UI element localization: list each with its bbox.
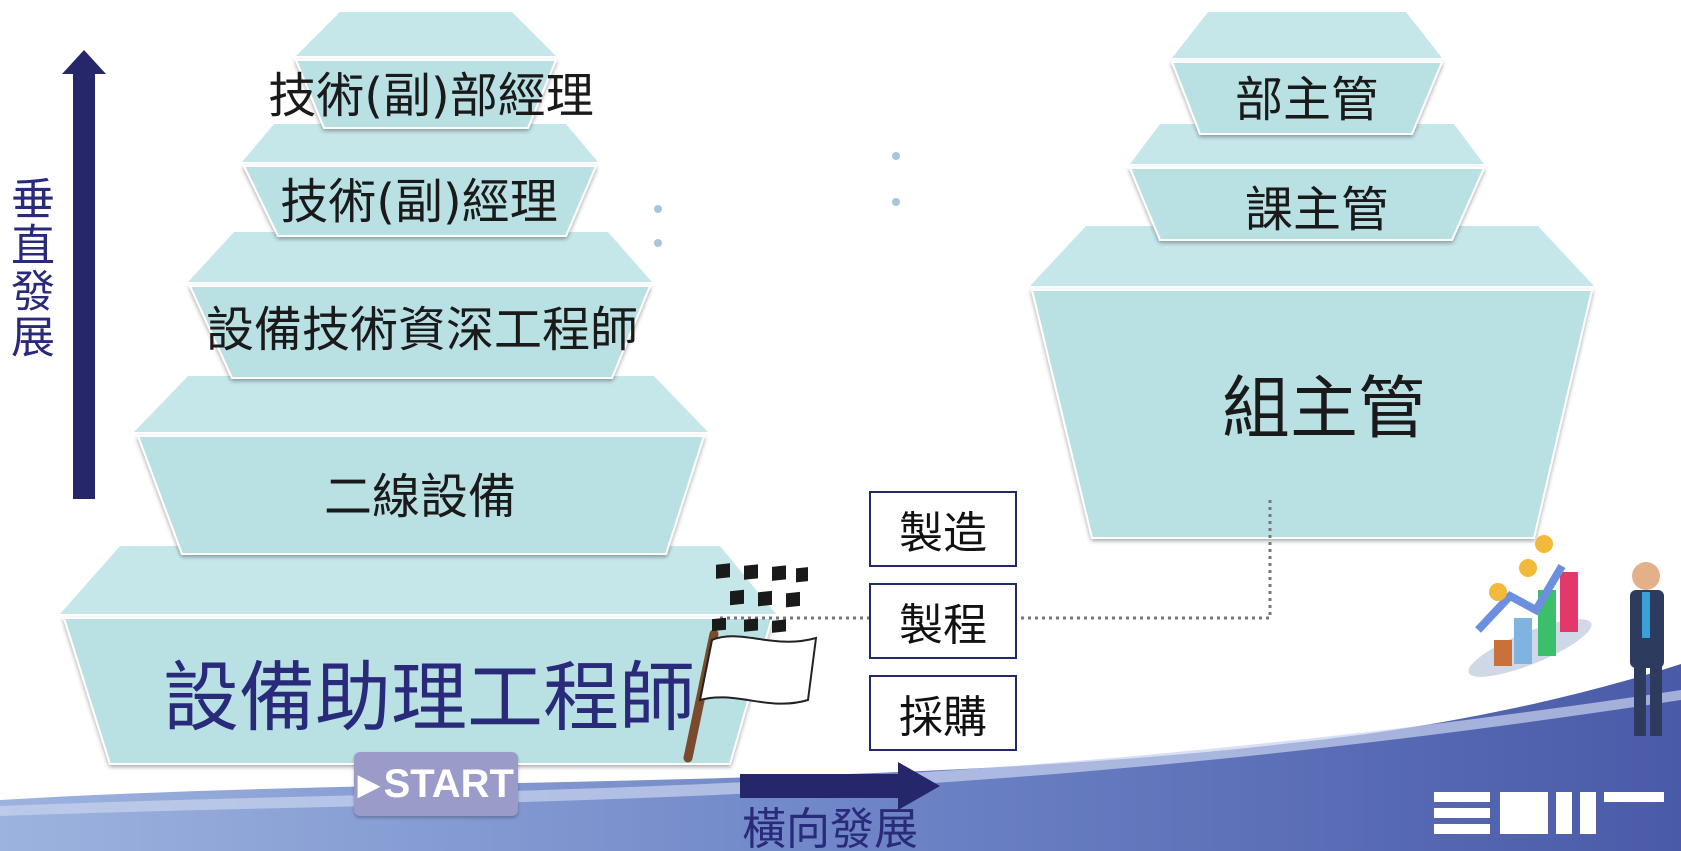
tier-label-second-line-equipment: 二線設備 [323,469,517,525]
tier-face-2 [242,165,598,237]
tier-cap-2 [242,124,598,162]
tier-face-5 [62,617,774,765]
tier-cap-4 [134,376,708,432]
ellipsis-dot [892,198,900,206]
mgmt-cap-1 [1172,12,1442,58]
mgmt-label-team-head: 組主管 [1221,370,1427,449]
tier-cap-3 [188,232,652,282]
tier-cap-1 [296,12,556,56]
tier-face-3 [188,285,652,379]
tier-cap-5 [60,546,776,614]
mgmt-face-1 [1170,61,1444,135]
tier-face-4 [136,435,706,555]
ellipsis-dot [654,205,662,213]
tier-face-1 [294,59,558,129]
lateral-option-process: 製程 [869,583,1017,659]
lateral-option-procurement: 採購 [869,675,1017,751]
vertical-arrow-shaft [73,72,95,499]
tier-label-assistant-engineer: 設備助理工程師 [163,653,695,742]
lateral-option-manufacturing: 製造 [869,491,1017,567]
company-logo [1434,792,1664,834]
checkered-flag-icon [683,563,818,763]
start-button[interactable]: ▶ START [354,752,518,816]
mgmt-label-section-head: 課主管 [1244,182,1390,238]
ellipsis-dot [892,152,900,160]
tier-label-deputy-division-manager: 技術(副)部經理 [268,68,594,124]
mgmt-face-3 [1030,289,1594,539]
play-triangle-icon: ▶ [358,768,380,800]
footer-band-light [0,690,1681,816]
start-button-label: START [383,761,514,806]
tier-label-deputy-manager: 技術(副)經理 [280,174,558,230]
ellipsis-dot [654,239,662,247]
vertical-arrow-head [62,50,106,74]
vertical-development-label: 垂直發展 [3,176,54,360]
horizontal-arrow-head [898,762,940,810]
horizontal-arrow-shaft [740,774,900,798]
mgmt-label-department-head: 部主管 [1234,72,1380,128]
tier-label-senior-engineer: 設備技術資深工程師 [205,302,639,358]
horizontal-development-label: 橫向發展 [742,804,918,851]
mgmt-face-2 [1128,167,1486,241]
businessman-growth-chart-illustration [1468,535,1664,736]
